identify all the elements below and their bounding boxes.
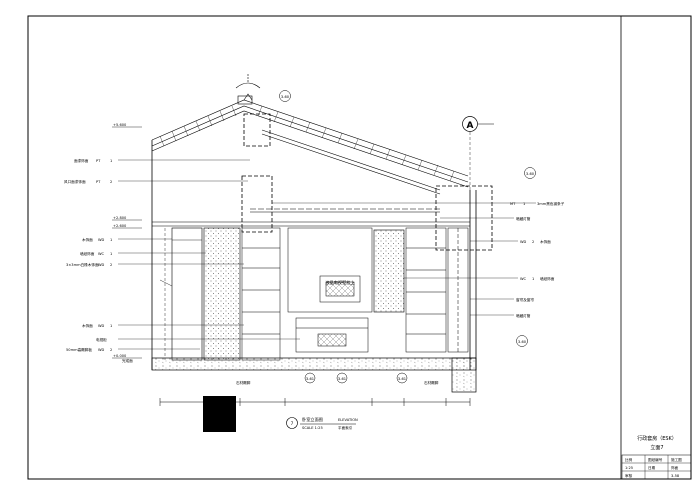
drawing-ref: 平面索引 xyxy=(338,425,353,430)
left-label-1-num: 1 xyxy=(110,159,112,163)
roof-tiles xyxy=(159,105,455,182)
floor-step xyxy=(451,357,477,393)
north-arrow-block xyxy=(203,396,236,432)
cabinet-left xyxy=(241,227,281,361)
left-label-6-code: WD xyxy=(98,324,105,328)
level-marks xyxy=(112,126,142,359)
right-label-4-num: 1 xyxy=(532,277,534,281)
left-label-4: 墙纸饰面 xyxy=(80,251,95,256)
roof xyxy=(151,74,469,188)
left-annotations xyxy=(118,159,300,350)
left-label-6: 木饰面 xyxy=(82,323,93,328)
left-label-2-num: 2 xyxy=(110,180,112,184)
left-label-2: 风口面漆饰面 xyxy=(64,179,86,184)
section-marker-letter: A xyxy=(467,121,474,131)
right-label-3-code: WD xyxy=(520,240,527,244)
left-label-4-code: WC xyxy=(98,252,105,256)
left-label-3-num: 1 xyxy=(110,238,112,242)
tv-label: 液晶电视壁挂上 xyxy=(325,279,354,286)
walls xyxy=(151,140,477,370)
right-label-3-num: 2 xyxy=(532,240,534,244)
ceiling xyxy=(152,129,470,227)
detail-tag-3: 3-60 xyxy=(518,340,527,344)
right-label-5: 窗帘及窗帘 xyxy=(516,297,534,302)
title-cell-stage: 施工图 xyxy=(671,457,682,462)
left-label-5: 3×3mm白橡木饰面 xyxy=(66,262,99,267)
sheet-title: 立面7 xyxy=(650,444,663,451)
title-cell-a: 比例 xyxy=(625,457,633,462)
left-door xyxy=(159,227,203,361)
right-label-1-num: 1 xyxy=(523,202,525,206)
right-label-1-code: MT xyxy=(510,202,516,206)
floor-slab xyxy=(151,357,477,371)
level-mark-1: +5.600 xyxy=(113,123,127,127)
left-label-9: 完成面 xyxy=(122,358,133,363)
detail-tags: 3-60 3-60 3-60 3-61 3-61 3-61 xyxy=(279,90,536,384)
tv-wall xyxy=(287,227,373,353)
title-cell-d: 审核 xyxy=(625,473,633,478)
bottom-right-note: 石材踢脚 xyxy=(424,380,439,385)
drawing-title: 7 卧室立面图 SCALE 1:25 ELEVATION 平面索引 xyxy=(286,416,358,430)
right-label-1: 3mm黑色钢条子 xyxy=(537,201,565,206)
left-label-7: 电视柜 xyxy=(96,337,107,342)
title-cell-scale: 1:25 xyxy=(625,466,633,470)
right-annotation-labels: MT 1 3mm黑色钢条子 暗藏灯管 WD 2 木饰面 WC 1 墙纸饰面 窗帘… xyxy=(510,201,565,318)
left-label-5-code: WD xyxy=(98,263,105,267)
left-label-1-code: PT xyxy=(96,159,101,163)
right-label-2: 暗藏灯管 xyxy=(516,216,531,221)
detail-callouts xyxy=(241,113,493,251)
section-marker: A xyxy=(462,116,494,190)
right-annotations xyxy=(272,202,536,316)
left-label-2-code: PT xyxy=(96,180,101,184)
detail-tag-4: 3-61 xyxy=(306,377,314,381)
title-cell-b: 图纸编号 xyxy=(648,457,663,462)
left-label-3-code: WD xyxy=(98,238,105,242)
drawing-extra: ELEVATION xyxy=(338,418,358,422)
wallpaper-panel-right xyxy=(373,229,405,313)
title-cell-c: 日期 xyxy=(648,465,656,470)
title-cell-type: 饰面 xyxy=(671,465,679,470)
sheet-border xyxy=(27,15,692,480)
wallpaper-panel-left xyxy=(203,227,241,361)
cabinet-right xyxy=(405,227,469,353)
bottom-left-note: 石材踢脚 xyxy=(236,380,251,385)
left-label-3: 木饰面 xyxy=(82,237,93,242)
title-cell-sheet-no: 3-58 xyxy=(671,474,680,478)
drawing-scale: SCALE 1:25 xyxy=(302,426,323,430)
detail-tag-5: 3-61 xyxy=(338,377,346,381)
left-annotation-labels: 面漆饰面 PT 1 风口面漆饰面 PT 2 木饰面 WD 1 墙纸饰面 WC 1… xyxy=(64,158,133,363)
left-label-6-num: 1 xyxy=(110,324,112,328)
title-block: 行政套房（ESK） 立面7 比例 1:25 审核 图纸编号 日期 施工图 饰面 … xyxy=(621,435,692,480)
left-label-1: 面漆饰面 xyxy=(74,158,89,163)
left-label-8-num: 2 xyxy=(110,348,112,352)
level-mark-2: +2.800 xyxy=(113,216,127,220)
drawing-number: 7 xyxy=(291,421,294,426)
right-label-3: 木饰面 xyxy=(540,239,551,244)
detail-tag-6: 3-61 xyxy=(398,377,406,381)
detail-tag-2: 3-60 xyxy=(526,172,535,176)
right-label-6: 暗藏灯管 xyxy=(516,313,531,318)
left-label-8-code: WD xyxy=(98,348,105,352)
right-label-4-code: WC xyxy=(520,277,527,281)
project-name: 行政套房（ESK） xyxy=(637,435,677,442)
right-label-4: 墙纸饰面 xyxy=(540,276,555,281)
left-label-4-num: 1 xyxy=(110,252,112,256)
drawing-title-text: 卧室立面图 xyxy=(302,416,323,423)
left-label-5-num: 2 xyxy=(110,263,112,267)
left-label-8: 50mm高踢脚板 xyxy=(66,347,92,352)
detail-tag-1: 3-60 xyxy=(281,95,290,99)
level-mark-4: +0.000 xyxy=(113,354,127,358)
level-mark-3: +2.600 xyxy=(113,224,127,228)
